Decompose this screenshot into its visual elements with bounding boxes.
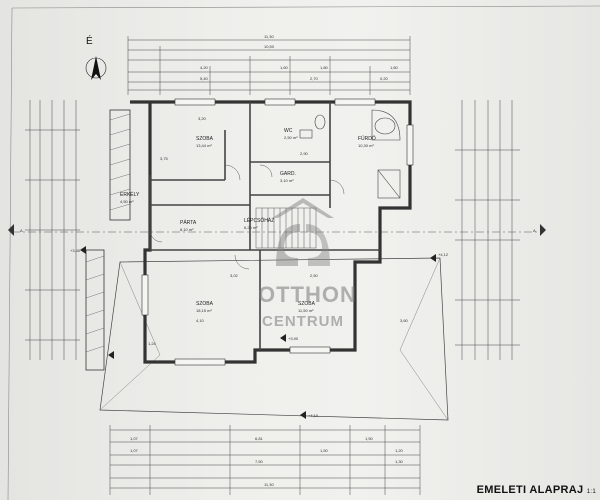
dim-top-row4: 5,40	[200, 76, 209, 81]
room-area: 2,50 m²	[284, 135, 298, 140]
room-area: 3,10 m²	[280, 178, 294, 183]
dimension-labels: 11,30 10,50 4,20 1,60 1,80 1,60 5,40 2,7…	[70, 34, 449, 487]
dim-interior: 4,10	[196, 318, 205, 323]
dim-top-row2: 10,50	[264, 44, 275, 49]
left-dimension-chains	[25, 100, 80, 360]
dim-bottom-row2: 1,07	[130, 448, 139, 453]
watermark-brand-top: OTTHON	[258, 282, 357, 307]
room-area: 10,30 m²	[358, 143, 374, 148]
dim-top-row4: 0,20	[380, 76, 389, 81]
room-name: FÜRDŐ	[358, 135, 376, 142]
room-name: SZOBA	[196, 136, 214, 142]
dim-interior: 2,90	[300, 151, 309, 156]
room-area: 4,50 m²	[120, 199, 134, 204]
dim-top-row3: 1,60	[280, 65, 289, 70]
level-label: +4,10	[308, 413, 319, 418]
dim-interior: 1,24	[148, 341, 157, 346]
door-swings	[149, 164, 345, 270]
dim-bottom-row2: 1,50	[320, 448, 329, 453]
balcony-hatch	[85, 109, 131, 371]
bottom-dimension-chains	[109, 425, 421, 495]
sheet-border-left	[7, 7, 13, 500]
window-marks	[141, 98, 414, 366]
room-labels: SZOBA 13,44 m² WC 2,50 m² FÜRDŐ 10,30 m²…	[120, 128, 376, 313]
north-label: É	[86, 36, 93, 47]
room-name: SZOBA	[298, 301, 316, 307]
room-area: 6,20 m²	[244, 225, 258, 230]
level-label: +3,90	[288, 336, 299, 341]
dim-bottom-row1: 1,50	[365, 436, 374, 441]
section-marker-right: A	[533, 228, 536, 233]
sheet-border-top	[11, 5, 600, 9]
section-marker-left: A	[20, 228, 23, 233]
dim-interior: 3,60	[400, 318, 409, 323]
dim-interior: 3,75	[160, 156, 169, 161]
bathroom-fixtures	[299, 109, 401, 199]
dim-top-row4: 2,70	[310, 76, 319, 81]
interior-walls	[149, 102, 380, 350]
dim-interior: 3,20	[198, 116, 207, 121]
dim-bottom-row1: 6,81	[255, 436, 264, 441]
room-area: 13,44 m²	[196, 143, 212, 148]
dim-top-row3: 1,60	[390, 65, 399, 70]
otthon-centrum-logo-icon	[272, 198, 334, 266]
drawing-title: EMELETI ALAPRAJ 1:1	[477, 484, 596, 496]
room-area: 11,50 m²	[298, 308, 314, 313]
watermark-brand-bottom: CENTRUM	[262, 313, 344, 330]
drawing-title-text: EMELETI ALAPRAJ	[476, 484, 584, 496]
room-name: ERKÉLY	[120, 191, 140, 198]
page-mark: 1:1	[586, 489, 596, 495]
section-marker-icons	[8, 224, 546, 236]
dim-bottom-total: 11,30	[264, 482, 274, 487]
room-area: 18,15 m²	[196, 308, 212, 313]
dim-bottom-row3: 1,30	[395, 459, 404, 464]
dim-interior: 3,02	[230, 273, 239, 278]
room-area: 8,10 m²	[180, 227, 194, 232]
top-dimension-chains	[127, 36, 411, 95]
dim-bottom-row1: 1,07	[130, 436, 139, 441]
dim-bottom-row3: 7,50	[255, 459, 264, 464]
room-name: WC	[284, 128, 293, 134]
dim-bottom-row2: 1,20	[395, 448, 404, 453]
dim-interior: 2,50	[310, 273, 319, 278]
level-marker-icons	[80, 246, 436, 419]
dim-top-row3: 4,20	[200, 65, 209, 70]
north-arrow-icon	[85, 56, 107, 80]
dim-top-total: 11,30	[264, 34, 274, 39]
exterior-walls	[130, 100, 412, 364]
right-dimension-chains	[455, 100, 520, 360]
room-name: SZOBA	[196, 301, 214, 307]
room-name: PÁRTA	[180, 219, 197, 226]
level-label: +4,12	[438, 252, 449, 257]
room-name: LÉPCSŐHÁZ	[244, 217, 274, 224]
dim-top-row3: 1,80	[320, 65, 329, 70]
room-name: GARD.	[280, 171, 296, 177]
level-label: +3,40	[70, 248, 81, 253]
